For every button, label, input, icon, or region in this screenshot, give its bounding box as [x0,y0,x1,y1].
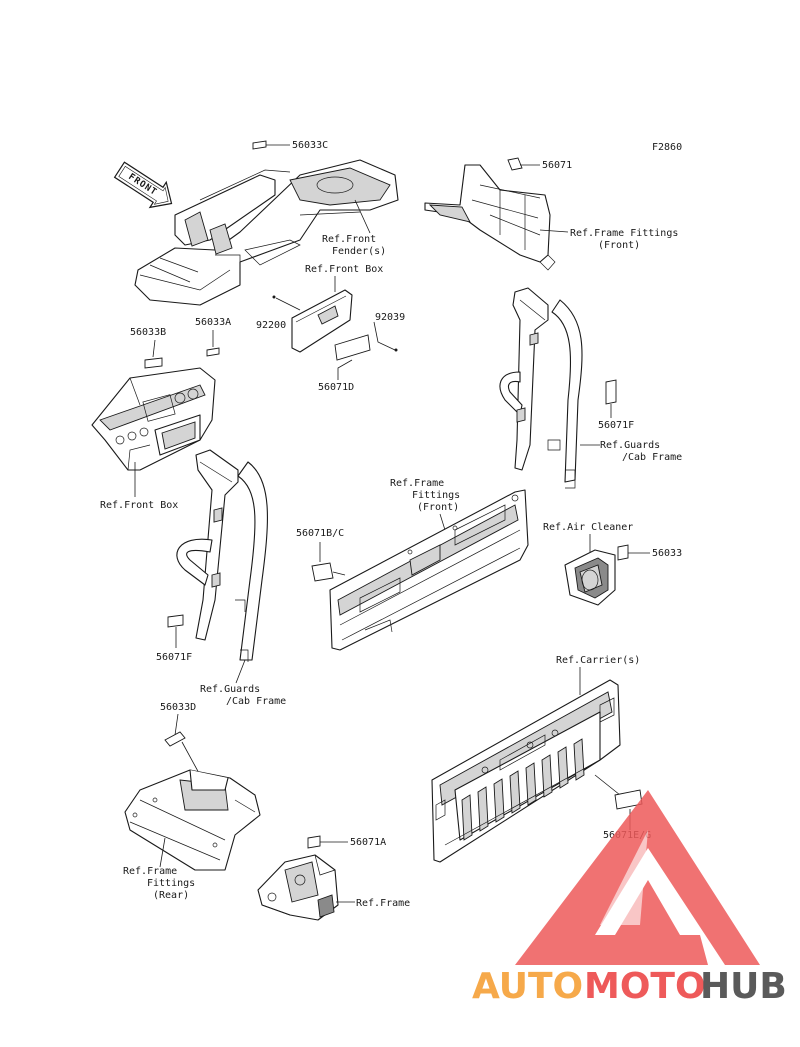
ref-front-box-top: Ref.Front Box [305,264,383,275]
part-56033: 56033 [652,548,682,559]
ref-air-cleaner: Ref.Air Cleaner [543,522,633,533]
frame-fittings-front-panel [329,489,529,651]
ref-front-fender-line2: Fender(s) [332,246,386,257]
ref-frame-fittings-front-b-line1: Ref.Frame [390,478,444,489]
decal-56033c [252,140,267,150]
dashboard-front-box [91,367,216,471]
ref-guards-right-line2: /Cab Frame [622,452,682,463]
figure-code: F2860 [652,142,682,153]
part-92200: 92200 [256,320,286,331]
floor-front-fender-assembly [134,159,399,306]
part-56033d: 56033D [160,702,196,713]
carrier-ribs [461,738,585,841]
watermark-text-auto: AUTO [472,966,583,1007]
cab-frame-right [499,287,583,489]
part-56071d: 56071D [318,382,354,393]
carrier-panel [431,679,621,863]
decal-56071 [507,157,523,171]
automotohub-watermark-logo [515,790,760,965]
part-56071bc: 56071B/C [296,528,344,539]
front-arrow-icon [113,161,173,209]
part-56071a: 56071A [350,837,386,848]
ref-guards-left-line1: Ref.Guards [200,684,260,695]
decal-56071bc [311,562,334,582]
ref-frame-fittings-front-b-line2: Fittings [412,490,460,501]
part-92039: 92039 [375,312,405,323]
ref-frame-fittings-front-a-line1: Ref.Frame Fittings [570,228,678,239]
frame-bracket [257,854,339,921]
part-56033c: 56033C [292,140,328,151]
decal-56033d [164,731,186,747]
ref-frame: Ref.Frame [356,898,410,909]
decal-56033 [617,544,629,561]
air-cleaner-housing [564,549,616,606]
decal-56033b [144,357,163,369]
watermark-triangle-icon [515,790,760,965]
part-56033b: 56033B [130,327,166,338]
ref-front-box-bottom: Ref.Front Box [100,500,178,511]
decal-56071f-left [167,614,184,628]
ref-frame-fittings-rear-line1: Ref.Frame [123,866,177,877]
part-56071: 56071 [542,160,572,171]
ref-carriers: Ref.Carrier(s) [556,655,640,666]
ref-frame-fittings-front-a-line2: (Front) [598,240,640,251]
part-56033a: 56033A [195,317,231,328]
part-56071f-right: 56071F [598,420,634,431]
watermark-text-hub: HUB [700,966,787,1007]
cab-frame-left [176,449,268,662]
decal-56071d [334,334,371,361]
part-56071f-left: 56071F [156,652,192,663]
decal-56071f-right [605,379,617,405]
ref-guards-left-line2: /Cab Frame [226,696,286,707]
decal-56033a [206,347,220,357]
ref-front-fender-line1: Ref.Front [322,234,376,245]
watermark-text-moto: MOTO [584,966,706,1007]
frame-fittings-rear [124,769,261,871]
ref-frame-fittings-rear-line3: (Rear) [153,890,189,901]
ref-frame-fittings-rear-line2: Fittings [147,878,195,889]
front-box-lid [291,289,353,353]
ref-frame-fittings-front-b-line3: (Front) [417,502,459,513]
ref-guards-right-line1: Ref.Guards [600,440,660,451]
decal-56071a [307,835,321,849]
frame-fittings-front-bracket [424,164,556,271]
